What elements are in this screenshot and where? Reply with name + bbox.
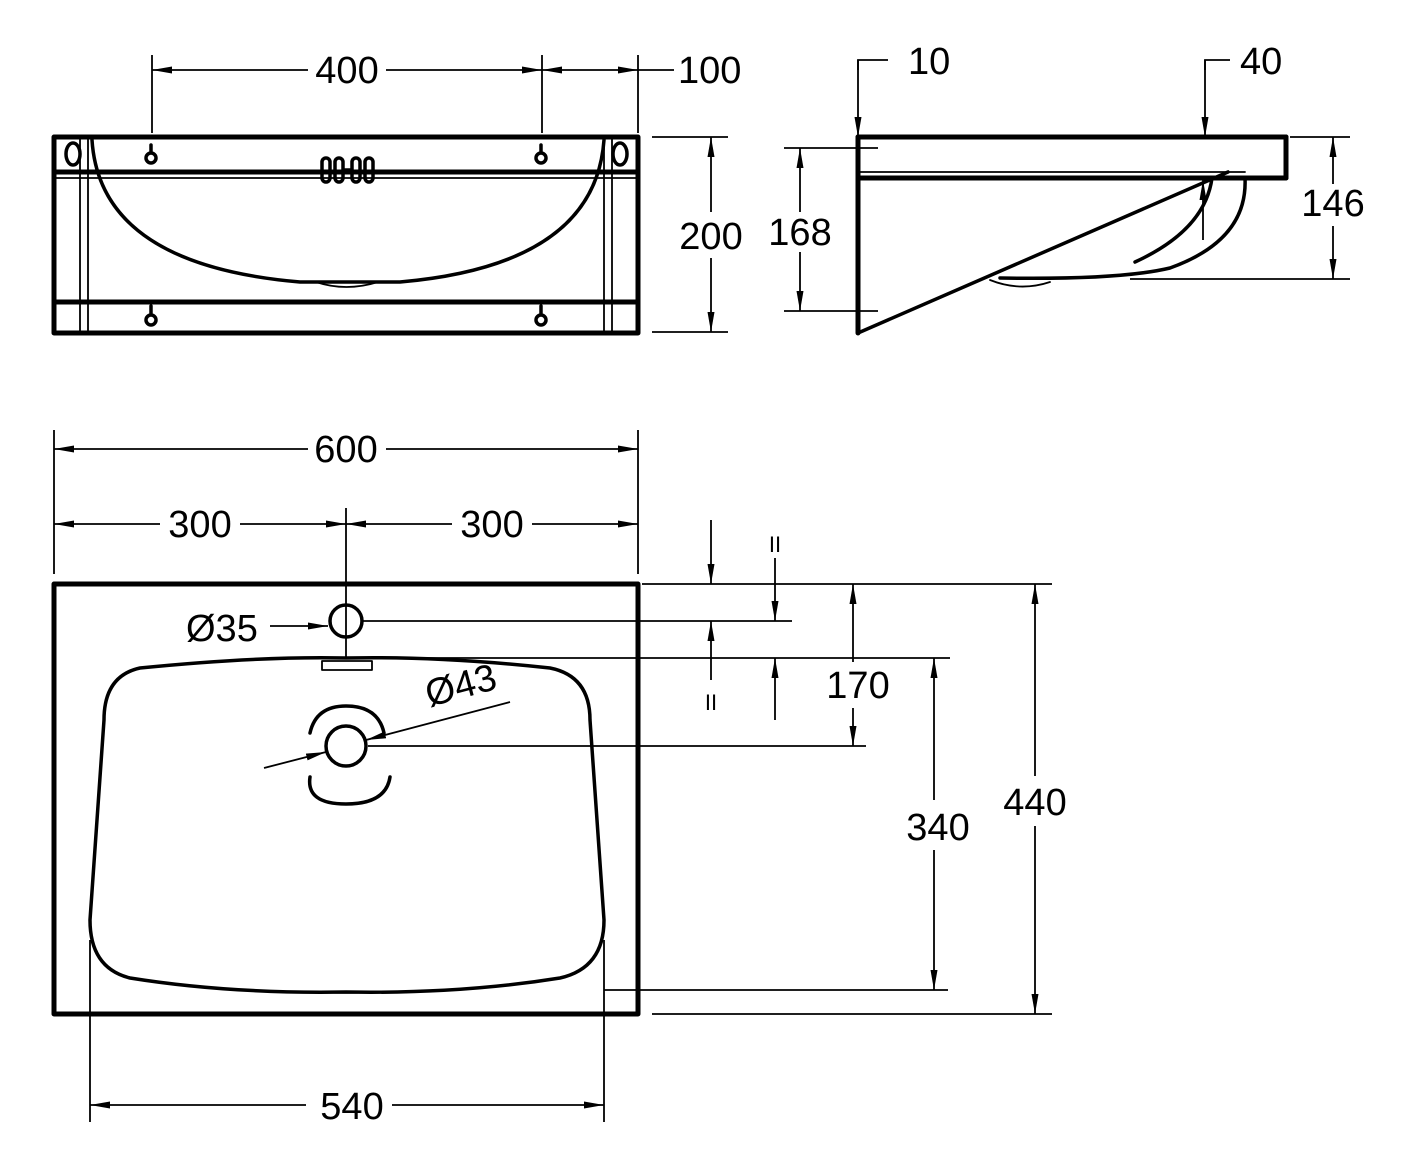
dim-40: 40 xyxy=(1240,41,1282,83)
side-view: 10 40 168 146 xyxy=(768,41,1365,336)
keyhole-slot-icon xyxy=(144,143,158,165)
dim-10: 10 xyxy=(908,41,950,83)
keyhole-slot-icon xyxy=(144,304,158,327)
dim-146: 146 xyxy=(1301,183,1364,225)
overflow-slots-icon xyxy=(321,660,373,671)
dim-400: 400 xyxy=(315,50,378,92)
drain-icon xyxy=(324,724,368,768)
mark-upper: II xyxy=(769,532,781,557)
dim-300-left: 300 xyxy=(168,504,231,546)
dim-tap-hole: Ø35 xyxy=(186,608,258,650)
dim-540: 540 xyxy=(320,1086,383,1128)
dim-200: 200 xyxy=(679,216,742,258)
dim-170: 170 xyxy=(826,665,889,707)
mark-lower: II xyxy=(705,690,717,715)
dim-300-right: 300 xyxy=(460,504,523,546)
dim-600: 600 xyxy=(314,429,377,471)
keyhole-slot-icon xyxy=(534,143,548,165)
dim-440: 440 xyxy=(1003,782,1066,824)
dim-340: 340 xyxy=(906,807,969,849)
front-view: 400 100 200 xyxy=(51,50,743,336)
dim-100: 100 xyxy=(678,50,741,92)
keyhole-slot-icon xyxy=(534,304,548,327)
top-view: 600 300 300 Ø35 Ø43 II II 170 xyxy=(51,429,1067,1128)
overflow-slots-icon xyxy=(320,156,375,184)
dim-168: 168 xyxy=(768,212,831,254)
